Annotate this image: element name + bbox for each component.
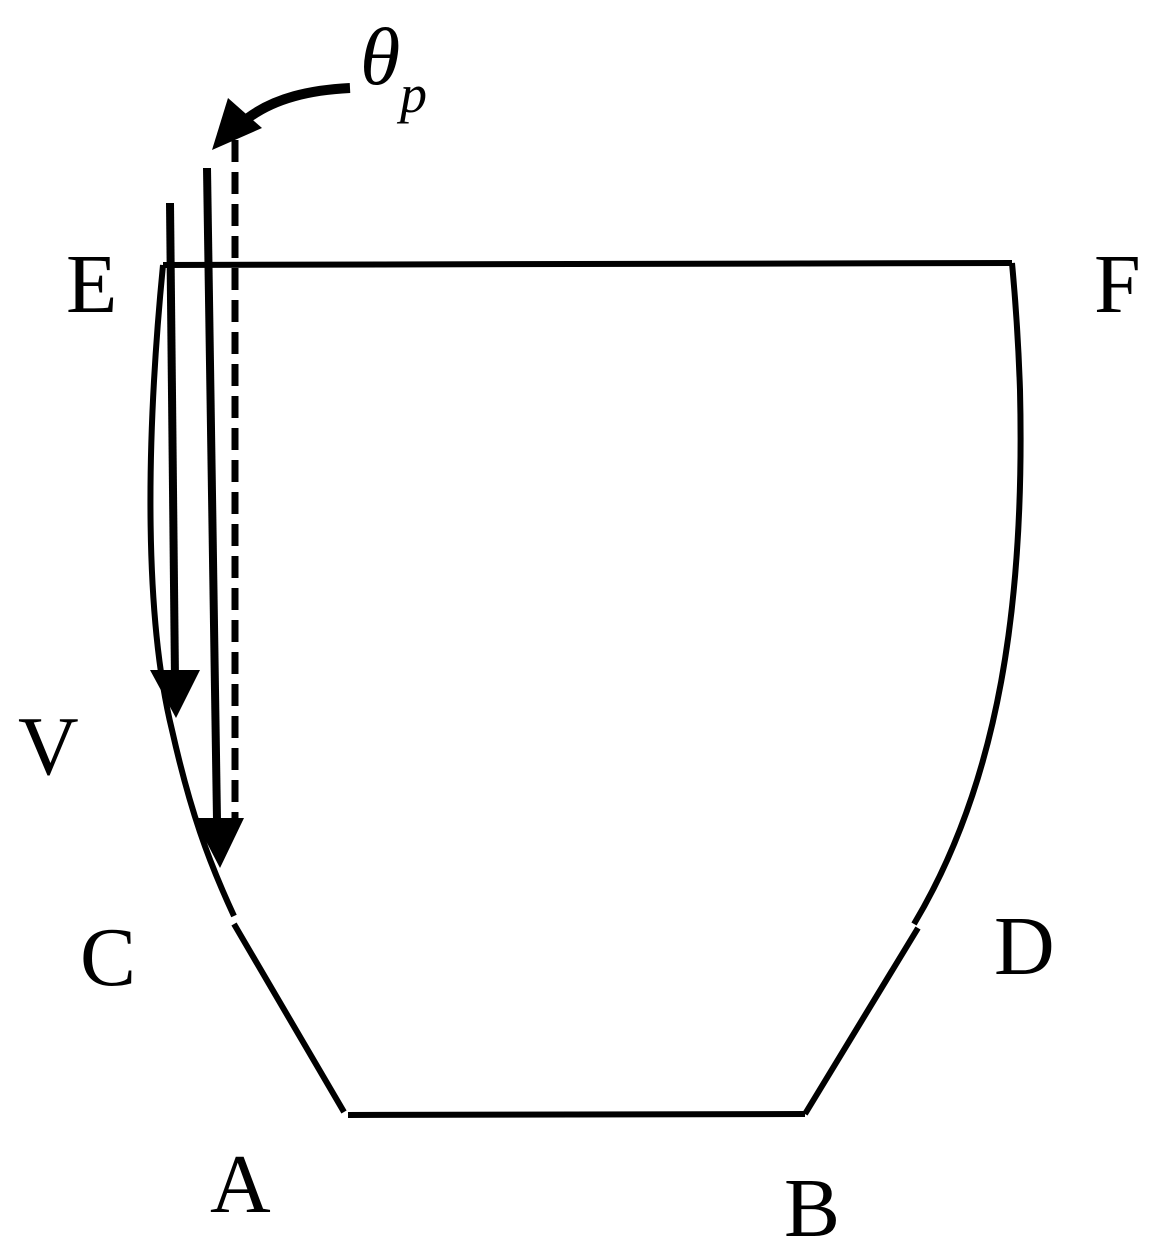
angle-arrow: θ p — [212, 11, 427, 150]
flow-arrows — [150, 140, 244, 868]
arrow-mid-shaft — [203, 167, 221, 821]
arrow-v-head — [150, 670, 200, 718]
angle-arrow-head — [212, 98, 262, 150]
arrow-v-shaft — [166, 202, 179, 681]
label-b: B — [784, 1162, 840, 1255]
angle-arrow-curve — [245, 83, 351, 123]
label-f: F — [1094, 238, 1141, 331]
angle-symbol: θ — [360, 11, 400, 102]
edge-ef — [162, 260, 1013, 268]
arrow-mid-head — [194, 818, 244, 868]
label-v: V — [18, 700, 79, 793]
label-c: C — [80, 911, 136, 1004]
edge-ca — [231, 922, 347, 1114]
point-labels: E F V C D A B — [18, 238, 1141, 1255]
edge-ab — [347, 1111, 806, 1118]
edge-bd — [802, 926, 921, 1116]
profile-outline — [147, 260, 1024, 1118]
label-d: D — [994, 900, 1055, 993]
label-e: E — [66, 238, 117, 331]
label-a: A — [210, 1138, 271, 1231]
curve-df — [911, 262, 1024, 926]
angle-subscript: p — [396, 64, 427, 124]
